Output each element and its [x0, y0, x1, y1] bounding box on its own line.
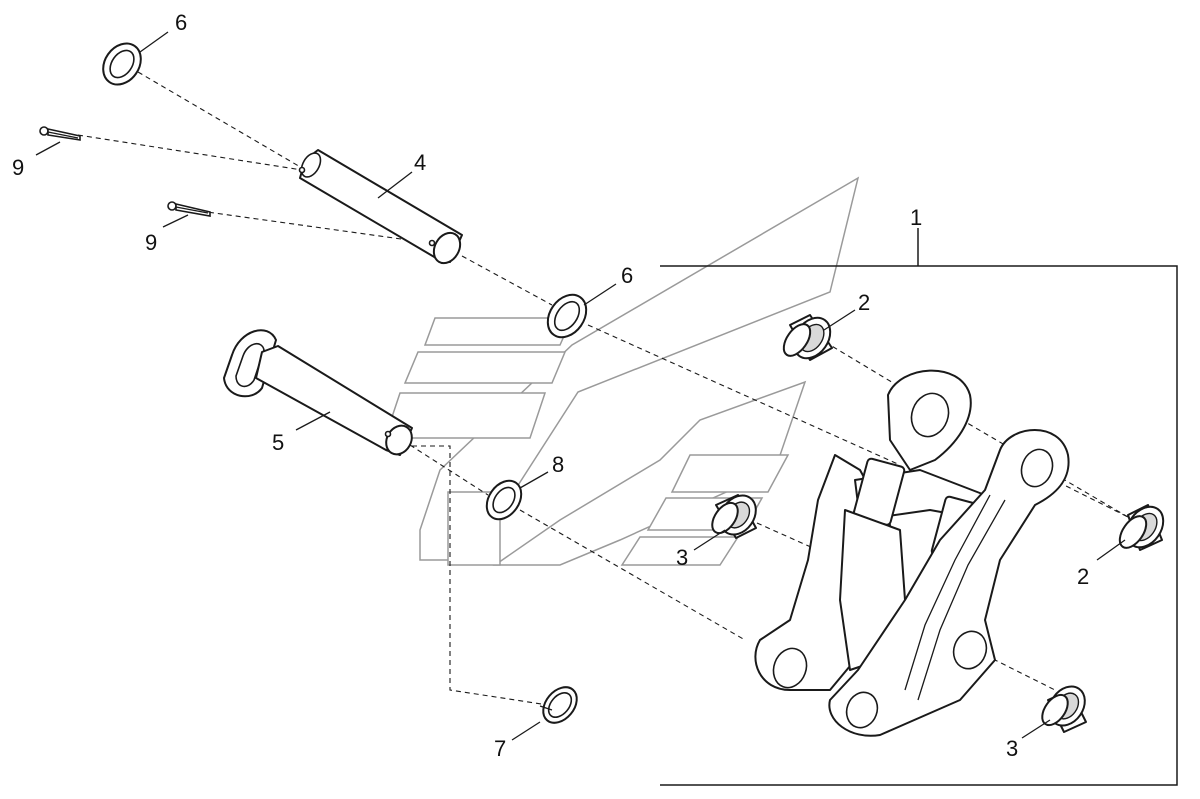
callout-leaders: [35, 31, 1126, 741]
callout-6-middle: 6: [621, 263, 633, 288]
callout-2-upper: 2: [858, 290, 870, 315]
cotter-pin-9-upper: [39, 126, 81, 141]
assembly-centerlines: [77, 71, 1129, 706]
callout-6-top: 6: [175, 10, 187, 35]
callout-3-upper: 3: [676, 545, 688, 570]
bushing-2-upper: [782, 314, 833, 361]
callout-2-lower: 2: [1077, 564, 1089, 589]
callout-1: 1: [910, 205, 922, 230]
callout-7: 7: [494, 736, 506, 761]
cotter-pin-9-lower: [167, 201, 211, 217]
washer-6-top: [102, 42, 142, 86]
callout-8: 8: [552, 452, 564, 477]
assembly-frame: [660, 228, 1178, 786]
washer-6-middle: [546, 293, 588, 339]
bushing-3-upper: [711, 494, 757, 539]
pin-4: [298, 149, 463, 265]
washer-8: [485, 479, 523, 521]
callout-4: 4: [414, 150, 426, 175]
bushing-3-lower: [1041, 685, 1087, 733]
callout-labels: 1 2 2 3 3 4 5 6 6 7 8 9 9: [12, 10, 1089, 761]
bushing-2-lower: [1118, 504, 1165, 551]
callout-3-lower: 3: [1006, 736, 1018, 761]
watermark-logo: [383, 176, 860, 566]
bracket-1: [754, 369, 1070, 737]
snap-ring-7: [539, 686, 578, 724]
callout-9-upper: 9: [12, 155, 24, 180]
callout-5: 5: [272, 430, 284, 455]
callout-9-lower: 9: [145, 230, 157, 255]
pin-5: [223, 329, 413, 456]
